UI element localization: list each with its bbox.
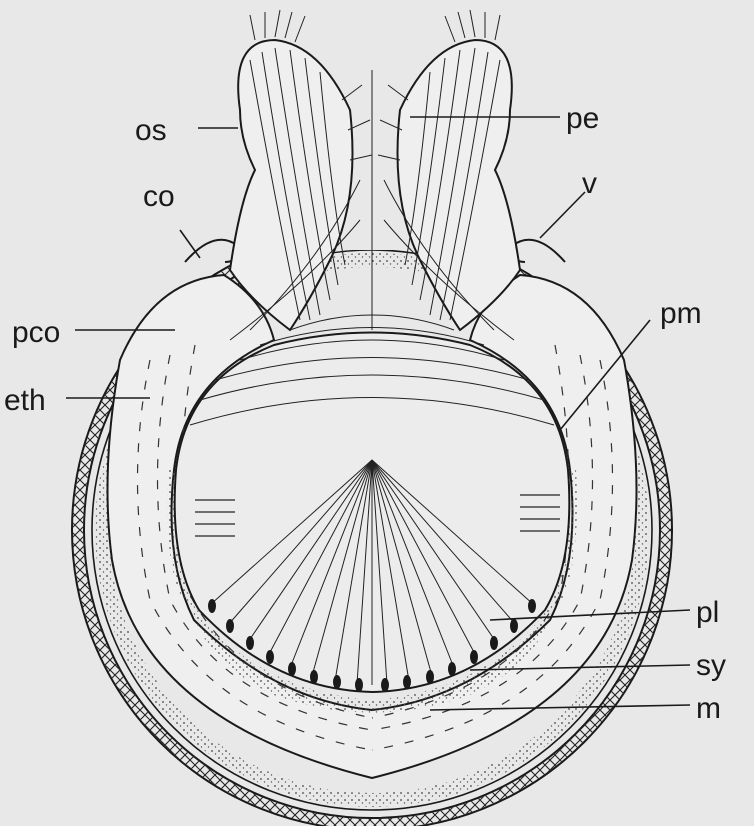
label-pe: pe <box>566 102 599 135</box>
label-m: m <box>696 692 721 725</box>
label-pm: pm <box>660 297 702 330</box>
label-os: os <box>135 114 167 147</box>
label-eth: eth <box>4 384 46 417</box>
label-pco: pco <box>12 316 60 349</box>
label-v: v <box>582 167 597 200</box>
label-sy: sy <box>696 649 726 682</box>
label-pl: pl <box>696 596 719 629</box>
label-co: co <box>143 180 175 213</box>
